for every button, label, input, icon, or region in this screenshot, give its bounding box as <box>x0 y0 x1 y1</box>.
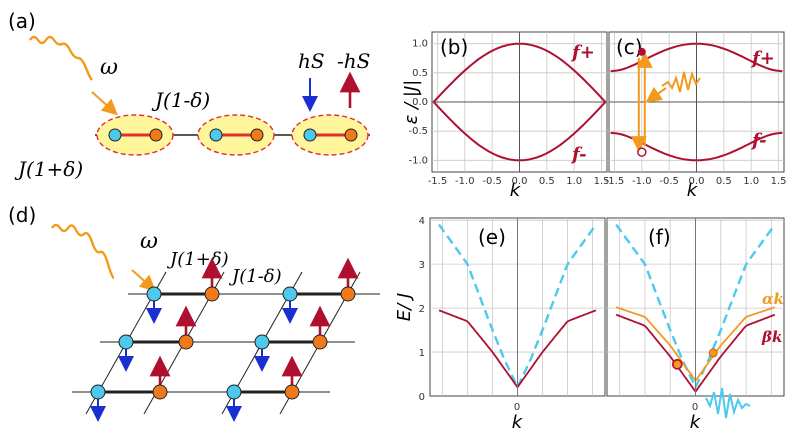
bc-ylabel: ε / |J| <box>401 80 422 125</box>
dashed-dispersion <box>438 223 597 391</box>
f-xlabel: k <box>690 412 702 433</box>
alpha-label: αk <box>762 290 784 308</box>
panel-c-label: (c) <box>616 35 643 59</box>
x-tick-label: 1.0 <box>566 176 582 187</box>
beta-label: βk <box>761 328 782 346</box>
x-tick-label: 1.5 <box>771 176 787 187</box>
x-tick-label: 1.5 <box>594 176 610 187</box>
x-tick-label: -0.5 <box>482 176 502 187</box>
x-tick-label: 1.0 <box>743 176 759 187</box>
b-fplus-label: f+ <box>570 42 595 63</box>
e-xtick-0: 0 <box>514 402 520 413</box>
y-tick-label: 3 <box>419 260 425 271</box>
field-pos-label: hS <box>298 49 325 73</box>
x-tick-label: -1.0 <box>632 176 652 187</box>
photon-wave-icon-d <box>51 223 115 280</box>
y-tick-label: 0.0 <box>412 97 428 108</box>
photon-arrow-c <box>645 86 667 103</box>
panel-ef-frames: 4 3 2 1 0 (e) (f) E/ J 0 0 k k αk βk <box>394 216 785 433</box>
empty-state-dot <box>637 147 647 157</box>
field-neg-label: -hS <box>337 49 370 73</box>
y-tick-label: 1.0 <box>412 39 428 50</box>
photon-arrow <box>91 91 118 116</box>
x-tick-label: 0.0 <box>689 176 705 187</box>
marker-alpha <box>708 348 718 358</box>
omega-label-d: ω <box>140 229 158 254</box>
photon-wave-icon <box>29 35 93 81</box>
x-tick-label: -1.5 <box>428 176 448 187</box>
marker-beta <box>671 359 683 370</box>
coupling-strong-label-d: J(1+δ) <box>166 249 229 270</box>
lattice-spins <box>90 257 359 422</box>
c-fplus-label: f+ <box>750 48 775 69</box>
dimer-1 <box>96 114 174 156</box>
y-tick-label: -1.0 <box>408 155 428 166</box>
panel-a: (a) ω J(1-δ) J(1+δ) hS -hS <box>8 9 370 181</box>
y-tick-label: 1 <box>419 348 425 359</box>
b-fminus-label: f- <box>570 144 587 165</box>
y-tick-label: 0 <box>419 392 425 403</box>
f-xtick-0: 0 <box>692 402 698 413</box>
coupling-weak-label: J(1-δ) <box>151 88 210 112</box>
dimer-2 <box>197 114 275 156</box>
panel-e-label: (e) <box>478 225 506 249</box>
y-tick-label: 4 <box>419 216 425 227</box>
panel-d: (d) ω J(1+δ) J(1-δ) <box>8 203 380 422</box>
lattice <box>72 271 380 415</box>
y-tick-label: 2 <box>419 304 425 315</box>
panel-d-label: (d) <box>8 203 36 227</box>
ef-ylabel: E/ J <box>394 293 415 321</box>
x-tick-label: 0.5 <box>716 176 732 187</box>
x-tick-label: -0.5 <box>659 176 679 187</box>
emitted-wave-icon <box>705 387 751 419</box>
x-tick-label: 0.0 <box>512 176 528 187</box>
e-xlabel: k <box>512 412 524 433</box>
y-tick-label: 0.5 <box>412 68 428 79</box>
y-tick-label: -0.5 <box>408 126 428 137</box>
dimer-3 <box>291 114 369 156</box>
panel-b-label: (b) <box>440 35 468 59</box>
spin-site-blue <box>108 128 122 142</box>
omega-label: ω <box>100 55 118 80</box>
panel-f-label: (f) <box>648 225 671 249</box>
c-fminus-label: f- <box>750 130 767 151</box>
coupling-strong-label: J(1+δ) <box>14 157 83 181</box>
photon-wave-icon-c <box>661 70 701 93</box>
spin-site-orange <box>149 128 163 142</box>
b-xlabel: k <box>510 180 522 201</box>
photon-arrow-d <box>131 269 156 292</box>
x-tick-label: 0.5 <box>539 176 555 187</box>
panel-a-label: (a) <box>8 9 36 33</box>
coupling-weak-label-d: J(1-δ) <box>228 266 282 287</box>
c-xlabel: k <box>687 180 699 201</box>
occupied-state-dot <box>637 47 646 56</box>
x-tick-label: -1.5 <box>605 176 625 187</box>
x-tick-label: -1.0 <box>455 176 475 187</box>
